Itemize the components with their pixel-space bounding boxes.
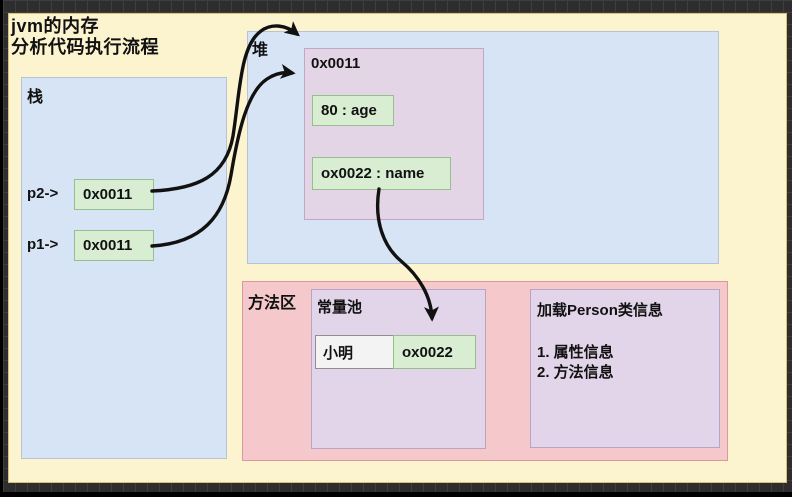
diagram-title-line1: jvm的内存 — [11, 16, 100, 36]
class-info-box[interactable]: 加载Person类信息 1. 属性信息 2. 方法信息 — [530, 289, 720, 448]
stack-var-p1-value: 0x0011 — [83, 237, 133, 254]
constant-pool-entry-address-box[interactable]: ox0022 — [393, 335, 476, 369]
heap-region[interactable]: 堆 0x0011 80 : age ox0022 : name — [247, 31, 719, 264]
stack-var-p2-value-box[interactable]: 0x0011 — [74, 179, 154, 210]
constant-pool-entry-address: ox0022 — [402, 343, 453, 361]
heap-field-name: ox0022 : name — [321, 165, 425, 182]
class-info-title: 加载Person类信息 — [537, 302, 663, 319]
heap-field-age: 80 : age — [321, 102, 377, 119]
heap-object-address: 0x0011 — [311, 55, 361, 72]
class-info-item-1: 1. 属性信息 — [537, 344, 614, 361]
stack-var-p2-label: p2-> — [27, 185, 59, 202]
class-info-items: 1. 属性信息 2. 方法信息 — [537, 343, 614, 383]
method-area-label: 方法区 — [248, 295, 297, 312]
constant-pool-entry-value-box[interactable]: 小明 — [315, 335, 394, 369]
class-info-item-2: 2. 方法信息 — [537, 364, 614, 381]
drawing-page[interactable]: jvm的内存 分析代码执行流程 栈 p2-> 0x0011 p1-> 0x001… — [8, 13, 787, 483]
diagram-title-line2: 分析代码执行流程 — [11, 37, 159, 57]
constant-pool-box[interactable]: 常量池 小明 ox0022 — [311, 289, 486, 449]
constant-pool-entry-value: 小明 — [323, 344, 354, 362]
heap-object-box[interactable]: 0x0011 80 : age ox0022 : name — [304, 48, 484, 220]
stack-var-p1-value-box[interactable]: 0x0011 — [74, 230, 154, 261]
heap-field-name-box[interactable]: ox0022 : name — [312, 157, 451, 190]
stack-var-p2-value: 0x0011 — [83, 186, 133, 203]
heap-field-age-box[interactable]: 80 : age — [312, 95, 394, 126]
constant-pool-entry: 小明 ox0022 — [315, 335, 476, 369]
stack-var-p1-label: p1-> — [27, 236, 59, 253]
diagram-title: jvm的内存 分析代码执行流程 — [11, 16, 159, 58]
stack-region[interactable]: 栈 p2-> 0x0011 p1-> 0x0011 — [21, 77, 227, 459]
constant-pool-label: 常量池 — [317, 299, 363, 316]
heap-region-label: 堆 — [252, 42, 269, 59]
stack-region-label: 栈 — [27, 89, 44, 106]
method-area-region[interactable]: 方法区 常量池 小明 ox0022 加载Person类信息 1. 属性信息 2.… — [242, 281, 728, 461]
